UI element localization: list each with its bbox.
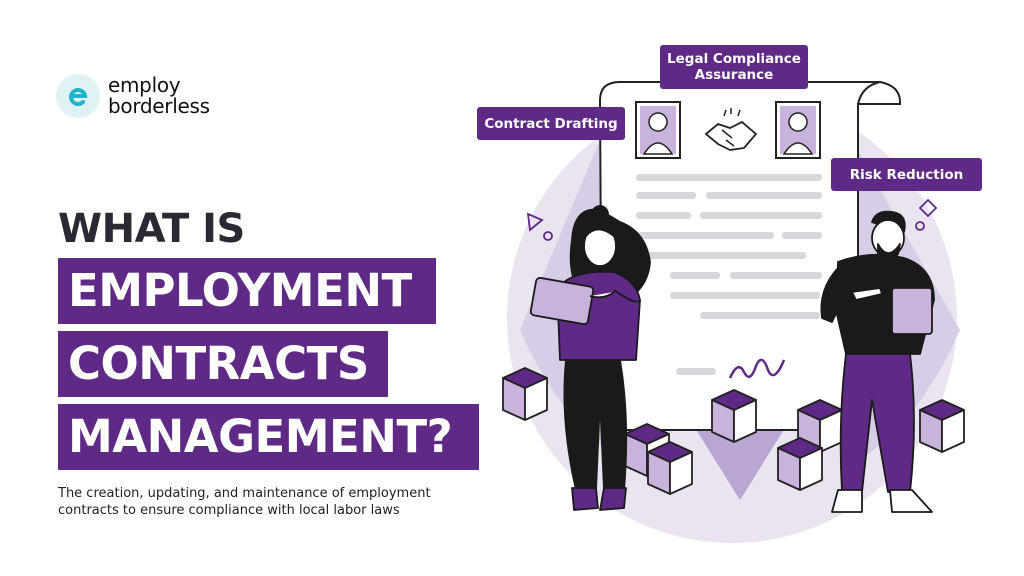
tag-contract-drafting: Contract Drafting: [477, 107, 625, 140]
heading-management: MANAGEMENT?: [58, 404, 479, 470]
user-avatar-icon: [635, 101, 681, 159]
logo-wordmark: employ borderless: [108, 75, 210, 117]
cube-icon: [919, 399, 965, 453]
woman-figure: [529, 205, 651, 511]
circle-outline-icon: [915, 221, 925, 231]
subtitle: The creation, updating, and maintenance …: [58, 486, 431, 518]
brand-logo: employ borderless: [56, 74, 210, 118]
tag-legal-compliance: Legal Compliance Assurance: [660, 45, 808, 89]
bottom-triangle: [690, 420, 790, 500]
cube-icon: [711, 389, 757, 443]
heading-what-is: WHAT IS: [58, 206, 245, 252]
cube-icon: [647, 441, 693, 495]
logo-line-2: borderless: [108, 94, 210, 118]
tag-legal-compliance-line1: Legal Compliance: [667, 51, 801, 67]
logo-mark-icon: [56, 74, 100, 118]
signature-squiggle: [728, 358, 786, 379]
logo-line-1: employ: [108, 73, 181, 97]
cube-icon: [502, 367, 548, 421]
man-figure: [820, 210, 935, 513]
heading-contracts: CONTRACTS: [58, 331, 388, 397]
user-avatar-icon: [775, 101, 821, 159]
tag-legal-compliance-line2: Assurance: [694, 67, 774, 83]
circle-outline-icon: [543, 231, 553, 241]
diamond-outline-icon: [918, 198, 938, 218]
contract-document: [598, 81, 901, 431]
cube-icon: [777, 437, 823, 491]
tag-risk-reduction-label: Risk Reduction: [849, 166, 964, 183]
tag-contract-drafting-label: Contract Drafting: [484, 115, 618, 132]
handshake-icon: [704, 108, 758, 151]
heading-employment: EMPLOYMENT: [58, 258, 436, 324]
triangle-outline-icon: [526, 212, 544, 232]
tag-risk-reduction: Risk Reduction: [831, 158, 982, 191]
